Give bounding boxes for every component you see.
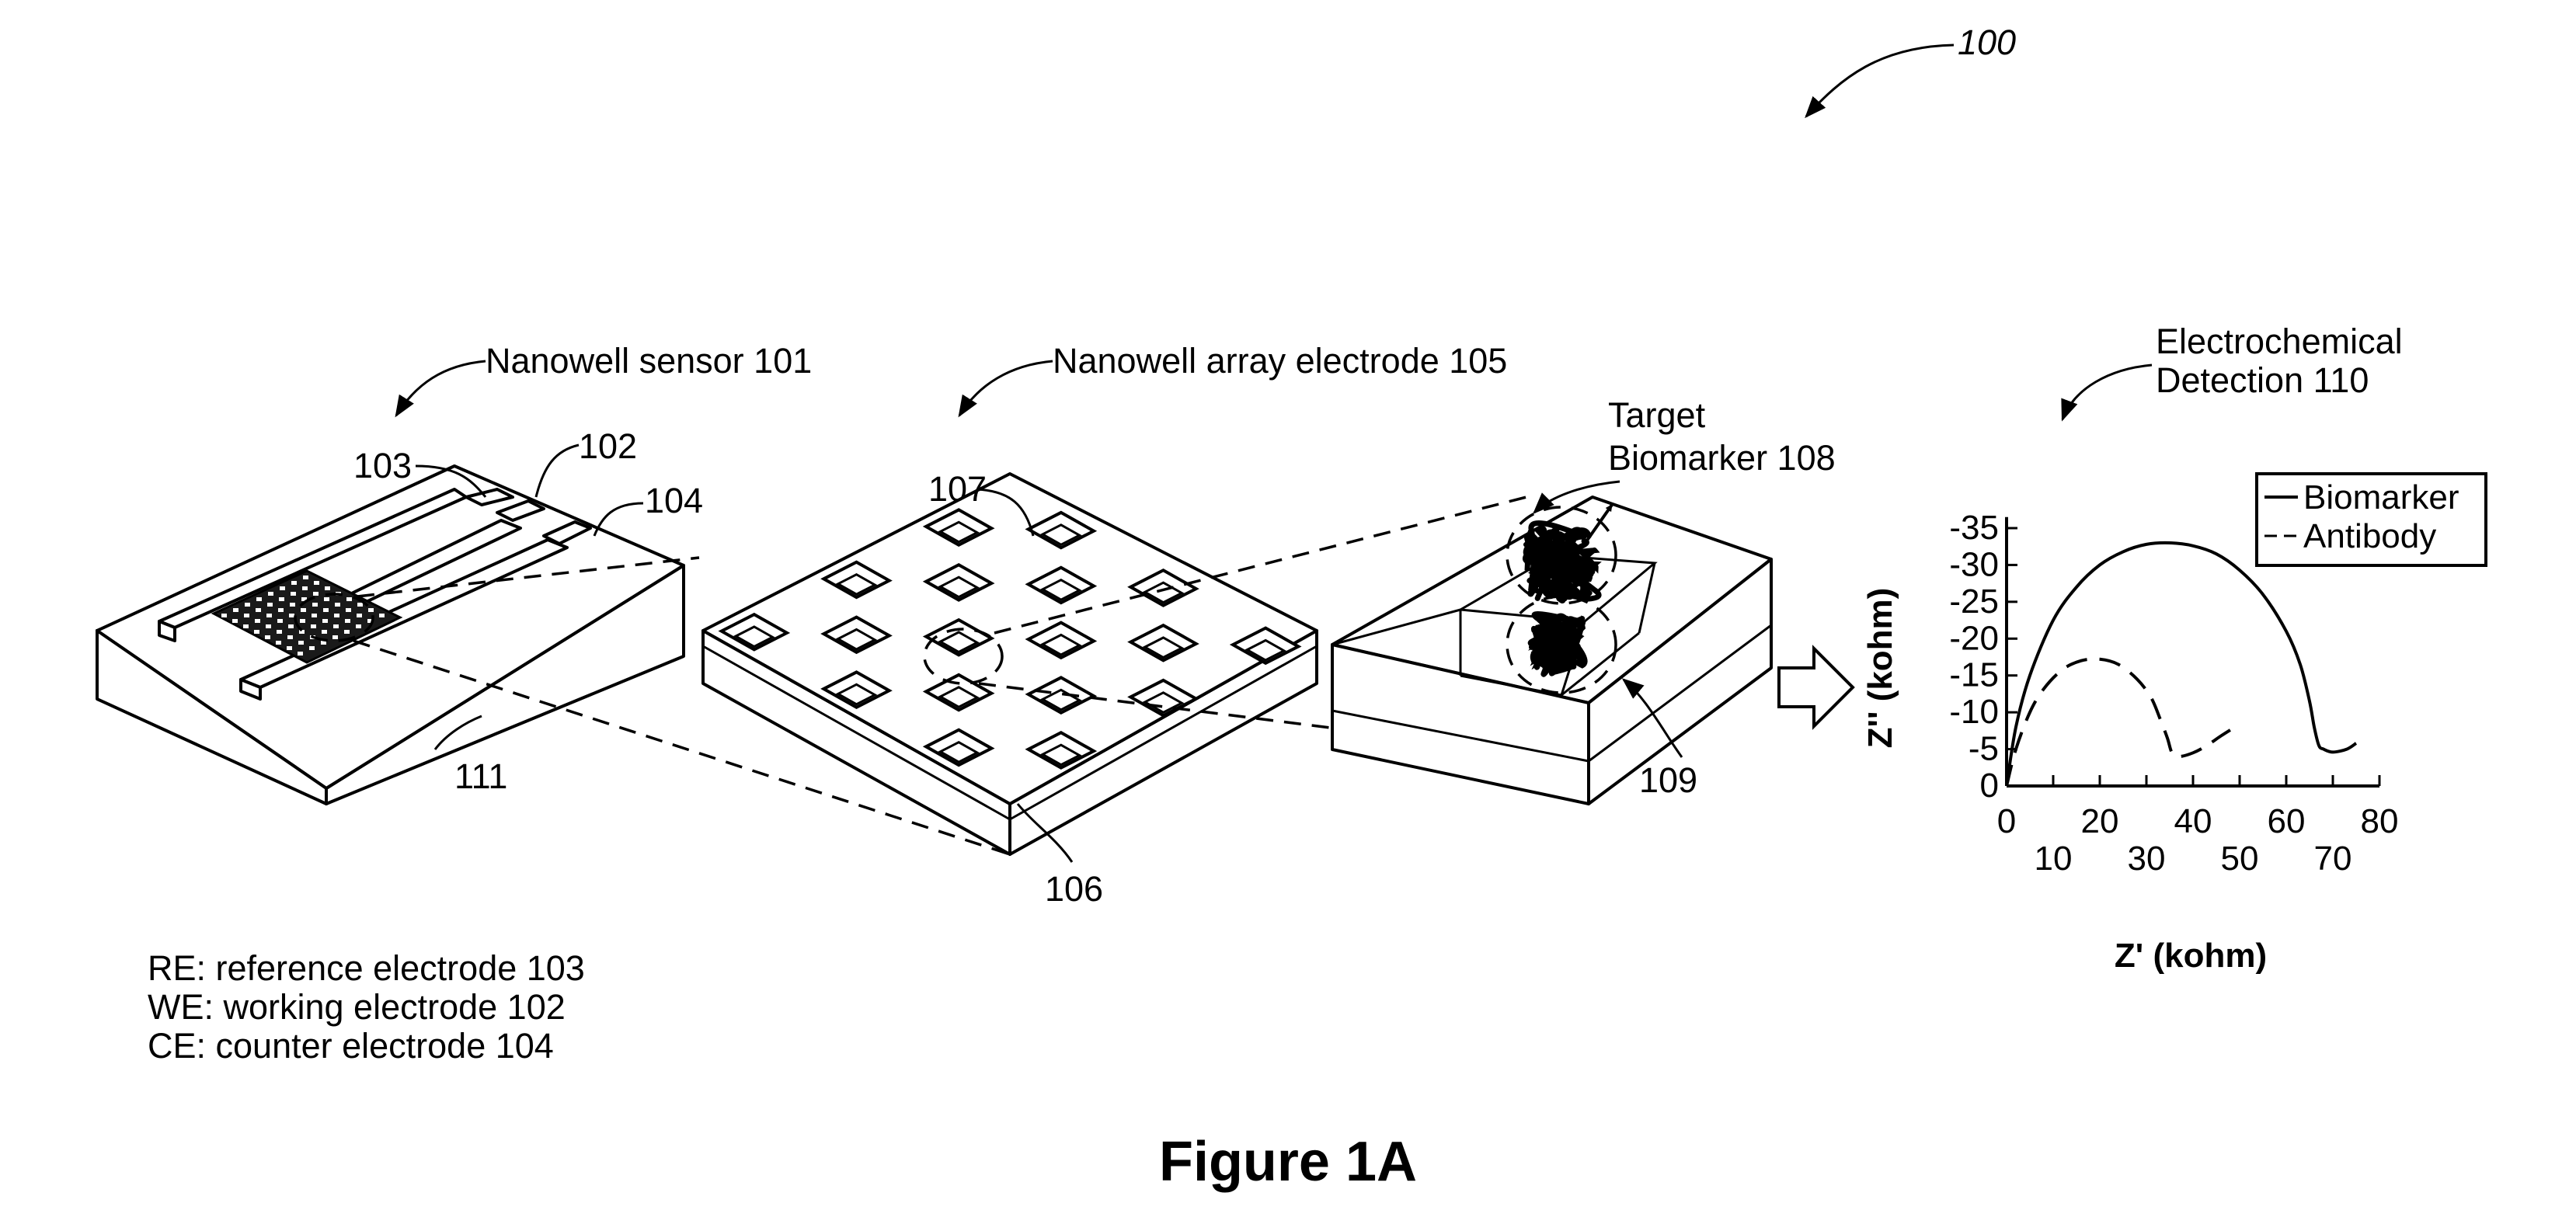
well-side-face	[1587, 558, 1773, 805]
y-tick-label: -30	[1949, 545, 1999, 583]
y-tick-label: -15	[1949, 656, 1999, 694]
well-title-line1: Target	[1608, 395, 1706, 435]
x-tick-label: 30	[2128, 840, 2166, 878]
x-tick-label: 50	[2221, 840, 2259, 878]
nanowell	[922, 562, 995, 602]
sensor-left-face	[96, 629, 328, 805]
nanowell	[1025, 565, 1098, 605]
sensor-ref-111: 111	[454, 756, 507, 796]
sensor-ref-104: 104	[645, 481, 703, 520]
y-tick-label: -20	[1949, 619, 1999, 657]
well-title-line2: Biomarker 108	[1608, 438, 1836, 478]
sensor-ref-103: 103	[353, 446, 412, 485]
series-biomarker-line	[2005, 541, 2358, 787]
nanowell	[718, 612, 791, 652]
nanowell	[1229, 626, 1302, 666]
nanowell	[820, 560, 893, 600]
array-ref-107: 107	[928, 469, 987, 509]
zoom-lines-sensor-array	[353, 556, 1011, 856]
y-tick-label: 0	[1980, 767, 1999, 805]
legend-antibody: Antibody	[2303, 517, 2436, 555]
figure-caption: Figure 1A	[1159, 1131, 1417, 1193]
nanowell	[1025, 730, 1098, 770]
biomarker-molecules	[1522, 520, 1602, 677]
array-zoom-circle	[923, 628, 1004, 685]
x-tick-label: 40	[2174, 802, 2212, 840]
figure-reference: 100	[1805, 23, 2016, 119]
x-tick-label: 10	[2035, 840, 2073, 878]
sensor-title: Nanowell sensor 101	[486, 341, 812, 381]
figure-ref-number: 100	[1958, 23, 2016, 62]
series-antibody-line	[2005, 657, 2237, 787]
legend-ce: CE: counter electrode 104	[148, 1026, 554, 1066]
x-tick-label: 80	[2361, 802, 2399, 840]
x-tick-label: 60	[2268, 802, 2306, 840]
y-tick-label: -5	[1969, 730, 1999, 768]
sensor-ref-102: 102	[579, 426, 637, 466]
x-tick-label: 0	[1997, 802, 2016, 840]
zoom-lines-array-well	[978, 496, 1527, 743]
y-tick-label: -25	[1949, 582, 1999, 621]
nanowell	[1025, 621, 1098, 660]
well-cross-section: Target Biomarker 108 109	[1331, 395, 1836, 805]
x-tick-label: 20	[2081, 802, 2119, 840]
flow-arrow	[1777, 645, 1855, 730]
electrode-legend: RE: reference electrode 103 WE: working …	[148, 948, 585, 1066]
nyquist-chart: 0-5-10-15-20-25-30-35 01020304050607080 …	[1861, 472, 2487, 975]
nanowell-grid	[718, 508, 1302, 770]
array-ref-106: 106	[1045, 869, 1103, 909]
legend-we: WE: working electrode 102	[148, 987, 566, 1027]
nanowell	[1127, 568, 1199, 607]
well-ref-109: 109	[1639, 760, 1697, 800]
detection-title-line2: Detection 110	[2156, 360, 2369, 400]
nanowell	[820, 670, 893, 710]
y-tick-label: -35	[1949, 509, 1999, 547]
y-tick-label: -10	[1949, 693, 1999, 731]
legend-re: RE: reference electrode 103	[148, 948, 585, 988]
legend-biomarker: Biomarker	[2303, 478, 2459, 516]
sensor-zoom-circle	[294, 593, 374, 642]
nanowell	[922, 728, 995, 767]
nanowell	[922, 617, 995, 657]
x-tick-label: 70	[2314, 840, 2352, 878]
chart-legend: Biomarker Antibody	[2255, 472, 2487, 567]
nanowell	[1127, 623, 1199, 662]
nanowell	[1025, 510, 1098, 550]
nanowell	[922, 508, 995, 548]
nanowell	[1127, 678, 1199, 718]
y-ticks: 0-5-10-15-20-25-30-35	[1949, 509, 2017, 805]
biomarker-circle-top	[1506, 506, 1617, 605]
nanowell-array: Nanowell array electrode 105 107 106	[701, 341, 1507, 909]
array-title: Nanowell array electrode 105	[1053, 341, 1507, 381]
working-electrode-grid	[211, 569, 403, 664]
detection-panel: Electrochemical Detection 110 0-5-10-15-…	[1861, 322, 2487, 975]
x-axis-label: Z' (kohm)	[2115, 937, 2267, 975]
nanowell	[1025, 676, 1098, 715]
detection-title-line1: Electrochemical	[2156, 322, 2403, 361]
nanowell	[820, 615, 893, 655]
y-axis-label: Z'' (kohm)	[1861, 588, 1899, 749]
nanowell-sensor: Nanowell sensor 101 103	[96, 341, 812, 805]
array-top-face	[701, 472, 1318, 805]
biomarker-circle-bottom	[1506, 595, 1617, 694]
